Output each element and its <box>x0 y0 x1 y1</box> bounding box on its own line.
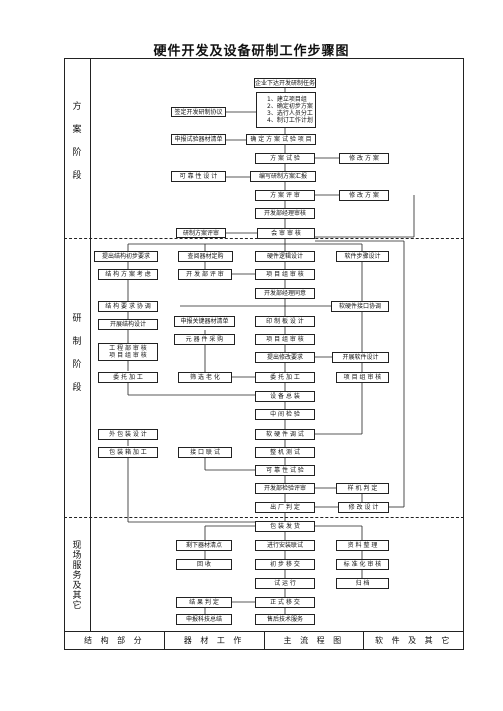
phase-column-divider <box>90 58 91 632</box>
flow-step: 提出结构初步要求 <box>94 251 158 262</box>
flow-step: 会 审 审 核 <box>257 228 315 239</box>
footer-materials: 器 材 工 作 <box>165 632 265 649</box>
flow-step: 修 改 设 计 <box>338 502 389 513</box>
flow-step: 资 料 整 理 <box>336 540 389 551</box>
footer-row: 结 构 部 分 器 材 工 作 主 流 程 图 软 件 及 其 它 <box>64 632 464 650</box>
flow-step: 剩下器材清点 <box>176 540 232 551</box>
footer-structure: 结 构 部 分 <box>65 632 165 649</box>
flow-step: 试 运 行 <box>255 578 315 589</box>
phase-separator-2 <box>64 517 464 518</box>
flow-step: 1、建立项目组 2、确定初步方案 3、选行人员分工 4、制订工作计划 <box>256 92 316 128</box>
flow-step: 查阅器材定购 <box>178 251 233 262</box>
flow-step: 申报试验器材清单 <box>171 134 226 145</box>
flow-step: 委 托 加 工 <box>255 372 315 383</box>
flow-step: 项 目 组 审 核 <box>255 269 315 280</box>
phase-label-plan: 方 案 阶 段 <box>72 102 82 181</box>
footer-software: 软 件 及 其 它 <box>375 636 453 645</box>
diagram-title: 硬件开发及设备研制工作步骤图 <box>153 44 350 59</box>
flow-step: 中 间 检 验 <box>255 409 315 420</box>
flow-step: 标 准 化 审 核 <box>336 559 389 570</box>
flow-step: 企业下达开发研制任务 <box>254 78 316 88</box>
flow-step: 正 式 移 交 <box>255 597 315 608</box>
flow-step: 可 靠 性 设 计 <box>171 171 226 182</box>
flow-step: 提出修改要求 <box>255 352 315 363</box>
flow-step: 整 机 测 试 <box>255 447 315 458</box>
flow-step: 工 程 部 审 核 项 目 组 审 核 <box>98 343 158 361</box>
flow-step: 元 器 件 采 购 <box>174 334 235 345</box>
flow-step: 项 目 组 审 核 <box>255 334 315 345</box>
flow-step: 结 构 要 求 协 调 <box>98 301 158 312</box>
flow-step: 开 发 部 评 审 <box>178 269 232 280</box>
phase-label-service: 现 场 服 务 及 其 它 <box>72 541 82 611</box>
flow-step: 开发部经理审核 <box>255 208 315 219</box>
flow-step: 申报科技总结 <box>176 614 232 625</box>
flow-step: 修 改 方 案 <box>339 153 389 164</box>
flow-step: 售后技术服务 <box>255 614 315 625</box>
flow-step: 包 装 发 货 <box>255 521 315 532</box>
flow-step: 设 备 总 装 <box>255 391 315 402</box>
phase-label-develop: 研 制 阶 段 <box>72 314 82 393</box>
flow-step: 进行安装联试 <box>255 540 315 551</box>
flow-step: 编写研制方案汇报 <box>250 171 316 182</box>
flow-step: 确 定 方 案 试 验 项 目 <box>246 134 316 145</box>
flow-step: 结 构 方 案 考 虑 <box>98 269 158 280</box>
flow-step: 开发部检验评审 <box>255 483 315 494</box>
flow-step: 开展软件设计 <box>332 352 389 363</box>
flow-step: 样 机 判 定 <box>336 483 389 494</box>
flow-step: 方 案 评 审 <box>255 190 315 201</box>
flow-step: 归 档 <box>336 578 389 589</box>
flow-step: 方 案 试 验 <box>255 153 315 164</box>
flow-step: 开发部经理同意 <box>255 288 315 299</box>
flow-step: 可 靠 性 试 验 <box>255 465 315 476</box>
flow-step: 开展结构设计 <box>98 319 158 330</box>
flow-step: 硬件逻辑设计 <box>255 251 315 262</box>
flow-step: 申报关键器材清单 <box>174 316 235 327</box>
flow-step: 筛 选 老 化 <box>178 372 232 383</box>
flow-step: 委 托 加 工 <box>98 372 158 383</box>
flow-step: 出 厂 判 定 <box>255 502 315 513</box>
flow-step: 软件步骤设计 <box>336 251 389 262</box>
footer-main-flow: 主 流 程 图 <box>265 632 365 649</box>
flow-step: 软硬件接口协调 <box>331 301 389 312</box>
flow-step: 软 硬 件 调 试 <box>255 429 315 440</box>
flow-step: 外 包 装 设 计 <box>98 429 158 440</box>
diagram-frame <box>64 58 464 632</box>
flow-step: 签定开发研制协议 <box>171 107 226 117</box>
flow-step: 项 目 组 审 核 <box>336 372 389 383</box>
flow-step: 印 制 板 设 计 <box>255 316 315 327</box>
flow-step: 修 改 方 案 <box>339 190 389 201</box>
flow-step: 初 步 移 交 <box>255 559 315 570</box>
flow-step: 研制方案评审 <box>176 228 226 238</box>
flow-step: 接 口 联 试 <box>178 447 232 458</box>
flow-step: 包 装 箱 加 工 <box>98 447 158 458</box>
flow-step: 结 果 判 定 <box>176 597 232 608</box>
flow-step: 回 收 <box>176 559 232 570</box>
